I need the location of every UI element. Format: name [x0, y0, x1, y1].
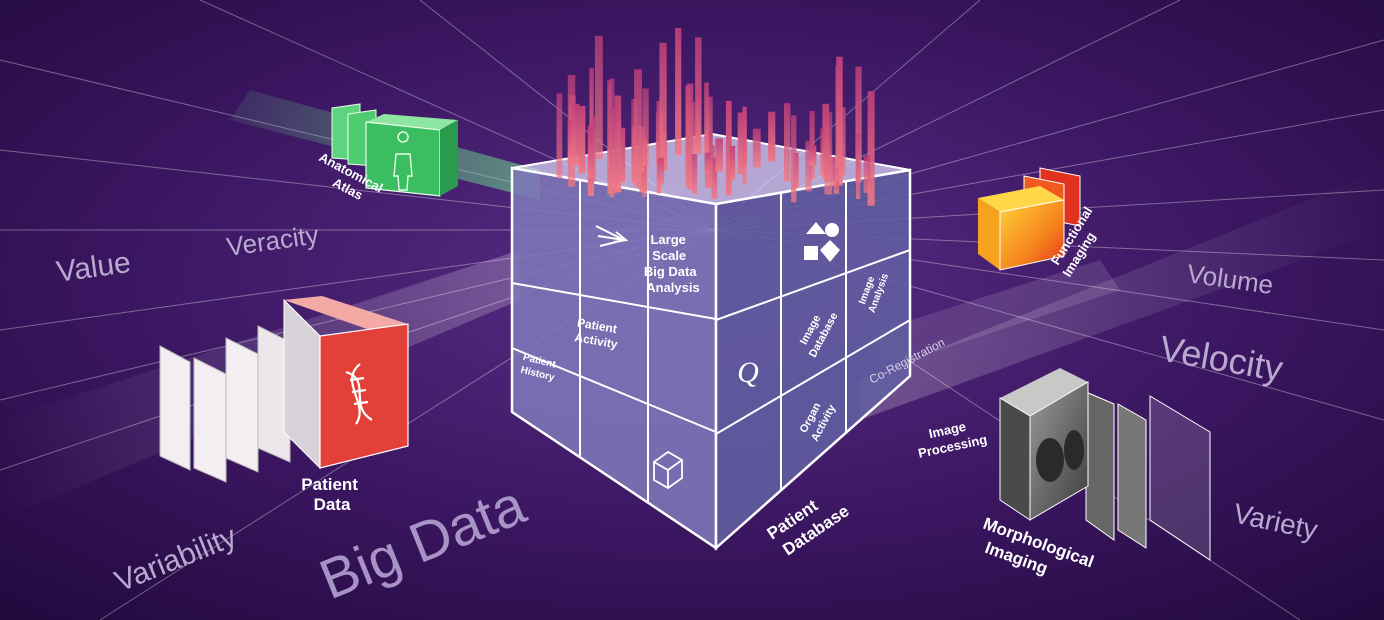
data-bar: [594, 35, 603, 160]
arrows-icon: [595, 225, 629, 247]
data-bar: [589, 68, 594, 157]
data-bar: [609, 108, 618, 194]
data-bar: [571, 103, 580, 166]
data-bar: [578, 105, 586, 174]
data-bar: [809, 145, 817, 166]
data-bar: [831, 156, 836, 187]
data-bar: [621, 127, 626, 183]
data-bar: [824, 111, 833, 195]
data-bar: [715, 138, 723, 172]
data-bar: [707, 96, 713, 153]
data-bar: [711, 158, 718, 199]
human-figure-icon: [393, 131, 413, 191]
data-bar: [809, 111, 815, 180]
data-bar: [675, 28, 682, 155]
data-bar: [742, 110, 747, 185]
data-bar: [752, 128, 761, 168]
data-bar: [784, 103, 791, 182]
dna-icon: [345, 363, 373, 425]
data-bar: [642, 88, 649, 166]
data-bar: [805, 140, 812, 192]
data-bar: [634, 69, 642, 187]
cube-outline-icon: [653, 450, 683, 490]
data-bar: [704, 152, 711, 174]
imaging-beam: [860, 170, 1384, 420]
patient-database-cube: [510, 132, 912, 551]
data-bar: [556, 93, 563, 178]
data-bar: [729, 145, 736, 180]
data-bar: [737, 112, 744, 174]
data-bar: [657, 157, 665, 185]
patient-data-label: Patient Data: [301, 475, 362, 514]
shapes-icon: [804, 222, 840, 262]
data-bar: [835, 66, 842, 181]
data-bar: [631, 99, 637, 176]
data-bar: [768, 111, 776, 162]
data-bar: [567, 121, 573, 162]
data-bar: [855, 66, 862, 183]
patient-data-stack: [159, 296, 409, 483]
data-bar: [820, 127, 826, 175]
data-bar: [791, 115, 797, 203]
data-bar: [855, 133, 861, 199]
data-bar: [691, 154, 698, 194]
data-bar: [695, 89, 701, 153]
data-bar: [587, 133, 594, 179]
data-bar: [863, 155, 871, 193]
morphological-imaging-stack: [999, 368, 1211, 561]
data-bar: [704, 82, 709, 154]
large-scale-label: Large Scale Big Data Analysis: [644, 232, 700, 295]
data-bar: [725, 100, 732, 196]
data-bar: [687, 83, 694, 190]
q-symbol: Q: [737, 356, 759, 389]
data-bars: [556, 28, 875, 206]
data-bar: [867, 91, 875, 206]
coreg-beam: [880, 260, 1120, 370]
anatomical-atlas-stack: [331, 103, 458, 197]
data-bar: [659, 42, 667, 171]
data-bar: [614, 95, 622, 193]
functional-imaging-stack: [978, 167, 1081, 271]
